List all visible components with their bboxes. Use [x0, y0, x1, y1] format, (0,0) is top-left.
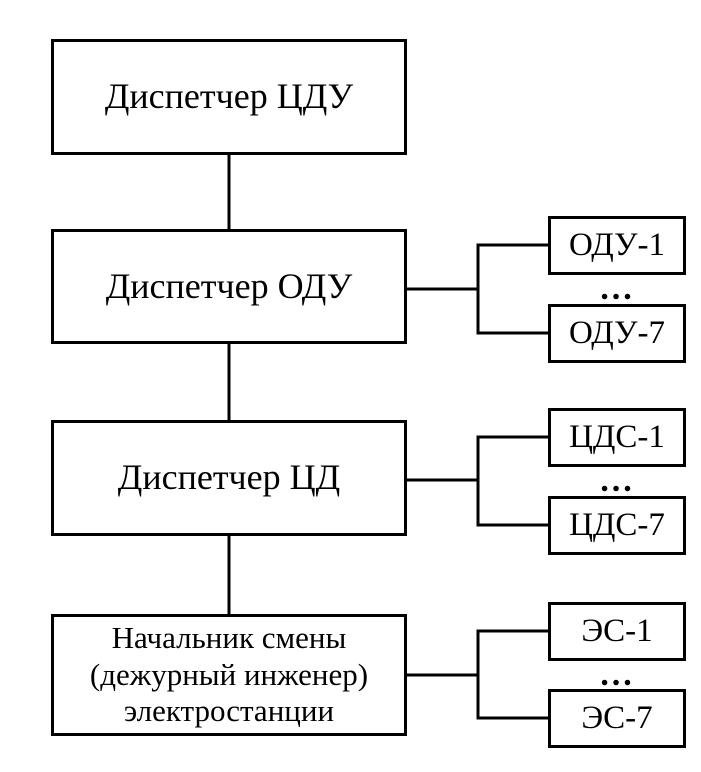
node-cd-dispatcher: Диспетчер ЦД [51, 420, 407, 536]
branch-cds-first-label: ЦДС-1 [569, 418, 665, 455]
branch-odu-last: ОДУ-7 [548, 304, 686, 363]
node-cd-label: Диспетчер ЦД [117, 457, 341, 498]
node-plant-label-line3: электростанции [123, 693, 335, 729]
branch-cds-ellipsis: … [599, 462, 635, 499]
node-odu-dispatcher: Диспетчер ОДУ [51, 229, 407, 344]
node-plant-label-line2: (дежурный инженер) [89, 656, 369, 692]
node-odu-label: Диспетчер ОДУ [105, 265, 353, 306]
branch-odu-first-label: ОДУ-1 [569, 226, 665, 263]
branch-cds-last: ЦДС-7 [548, 496, 686, 555]
connector-cds-bracket [476, 435, 548, 527]
branch-es-ellipsis: … [599, 656, 635, 693]
branch-odu-first: ОДУ-1 [548, 216, 686, 275]
branch-odu-ellipsis: … [599, 270, 635, 307]
branch-es-first-label: ЭС-1 [581, 612, 653, 649]
connector-odu-bracket [476, 243, 548, 335]
node-plant-shift-chief: Начальник смены (дежурный инженер) элект… [51, 614, 407, 736]
branch-es-last-label: ЭС-7 [581, 699, 653, 736]
branch-odu-last-label: ОДУ-7 [569, 314, 665, 351]
node-cdu-dispatcher: Диспетчер ЦДУ [51, 39, 407, 155]
branch-cds-first: ЦДС-1 [548, 408, 686, 467]
branch-es-first: ЭС-1 [548, 602, 686, 661]
branch-cds-last-label: ЦДС-7 [569, 506, 665, 543]
node-cdu-label: Диспетчер ЦДУ [104, 76, 354, 117]
node-plant-label-line1: Начальник смены [111, 620, 347, 656]
branch-es-last: ЭС-7 [548, 689, 686, 748]
connector-es-bracket [476, 629, 548, 720]
